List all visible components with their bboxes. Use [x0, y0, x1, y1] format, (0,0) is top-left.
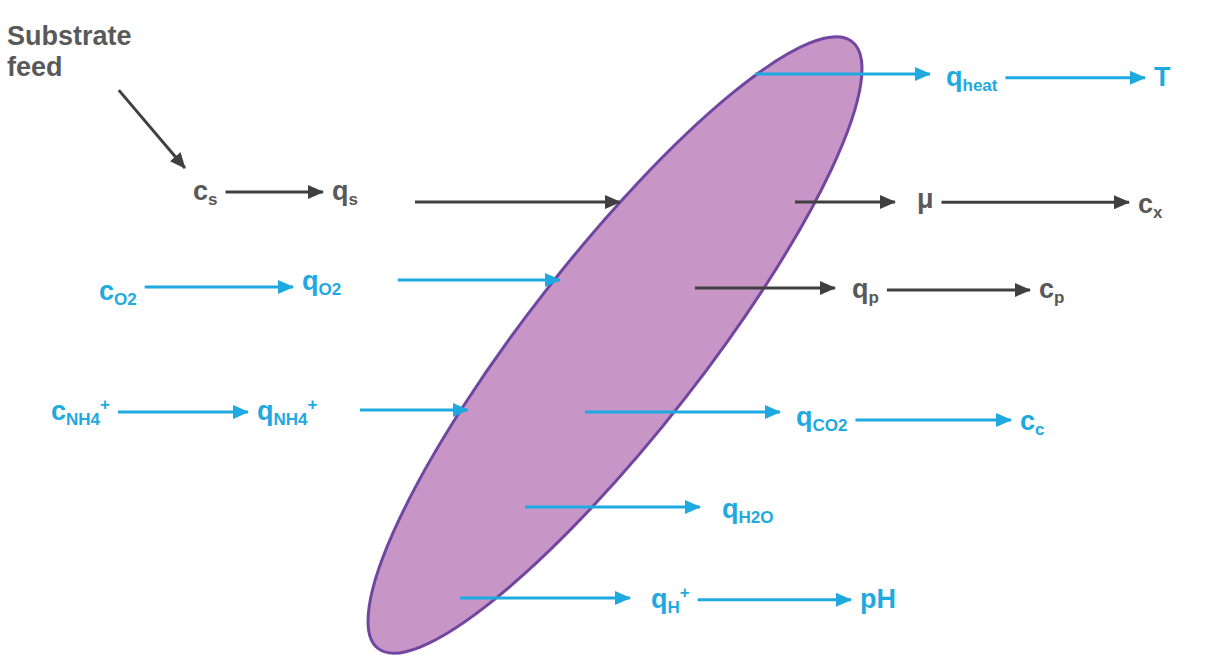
text-part: c	[99, 276, 114, 306]
variable-node: cc	[1017, 404, 1048, 440]
variable-node: cx	[1135, 187, 1166, 223]
cell-body	[309, 0, 922, 671]
text-part: q	[946, 62, 963, 92]
text-part: CO2	[813, 416, 848, 435]
variable-label: qs	[332, 176, 358, 208]
flow-arrow	[887, 289, 1030, 292]
text-part: s	[208, 190, 217, 209]
text-part: x	[1153, 203, 1162, 222]
variable-node: qp	[849, 272, 882, 308]
variable-label: qheat	[946, 62, 997, 94]
output-arrow	[755, 73, 930, 76]
uptake-arrow	[415, 201, 620, 204]
flow-arrow	[119, 90, 185, 168]
variable-node: qCO2	[793, 400, 850, 436]
text-part: c	[1138, 189, 1153, 219]
output-arrow	[795, 201, 895, 204]
variable-node: cNH4+	[48, 394, 113, 430]
variable-label: qNH4+	[257, 396, 317, 428]
variable-label: μ	[917, 184, 934, 215]
variable-label: T	[1154, 62, 1171, 93]
variable-label: cNH4+	[51, 396, 110, 428]
variable-node: Substrate feed	[4, 19, 169, 85]
flow-arrow	[145, 286, 293, 289]
output-arrow	[695, 287, 835, 290]
flow-arrow	[698, 598, 851, 601]
uptake-arrow	[360, 409, 468, 412]
output-arrow	[525, 506, 700, 509]
text-part: H	[668, 598, 680, 617]
output-arrow	[460, 597, 630, 600]
variable-node: qH+	[648, 582, 693, 618]
uptake-arrow	[398, 279, 560, 282]
variable-label: cs	[193, 176, 218, 208]
variable-label: cp	[1039, 274, 1064, 306]
text-part: q	[796, 402, 813, 432]
variable-node: μ	[914, 182, 937, 217]
text-part: q	[257, 396, 274, 426]
variable-node: qO2	[299, 264, 344, 300]
variable-node: T	[1151, 60, 1174, 95]
flow-arrow	[1006, 76, 1146, 79]
text-part: c	[1020, 406, 1035, 436]
text-part: +	[308, 395, 318, 414]
variable-label: cx	[1138, 189, 1163, 221]
text-part: q	[722, 494, 739, 524]
text-part: +	[100, 395, 110, 414]
flow-arrow	[226, 191, 324, 194]
variable-label: qO2	[302, 266, 341, 298]
variable-label: Substrate feed	[7, 21, 166, 83]
text-part: q	[651, 584, 668, 614]
text-part: s	[349, 190, 358, 209]
text-part: O2	[114, 290, 137, 309]
text-part: q	[332, 176, 349, 206]
variable-node: cp	[1036, 272, 1067, 308]
variable-node: qNH4+	[254, 394, 320, 430]
variable-label: qp	[852, 274, 879, 306]
variable-node: cO2	[96, 274, 140, 310]
flow-arrow	[942, 201, 1130, 204]
variable-label: pH	[860, 584, 896, 615]
text-part: c	[1039, 274, 1054, 304]
variable-node: qH2O	[719, 492, 776, 528]
text-part: p	[1054, 288, 1064, 307]
text-part: H2O	[739, 508, 774, 527]
text-part: NH4	[274, 410, 308, 429]
variable-label: cO2	[99, 276, 137, 308]
variable-label: qH+	[651, 584, 690, 616]
text-part: q	[302, 266, 319, 296]
text-part: p	[869, 288, 879, 307]
text-part: +	[680, 583, 690, 602]
flow-arrow	[856, 419, 1012, 422]
text-part: O2	[319, 280, 342, 299]
variable-label: qCO2	[796, 402, 847, 434]
output-arrow	[585, 411, 780, 414]
flow-arrow	[118, 411, 248, 414]
variable-label: qH2O	[722, 494, 773, 526]
text-part: c	[1035, 420, 1044, 439]
variable-node: cs	[190, 174, 221, 210]
variable-node: qs	[329, 174, 361, 210]
text-part: c	[193, 176, 208, 206]
text-part: q	[852, 274, 869, 304]
text-part: NH4	[66, 410, 100, 429]
variable-node: pH	[857, 582, 899, 617]
text-part: heat	[963, 76, 998, 95]
text-part: c	[51, 396, 66, 426]
variable-node: qheat	[943, 60, 1000, 96]
variable-label: cc	[1020, 406, 1045, 438]
